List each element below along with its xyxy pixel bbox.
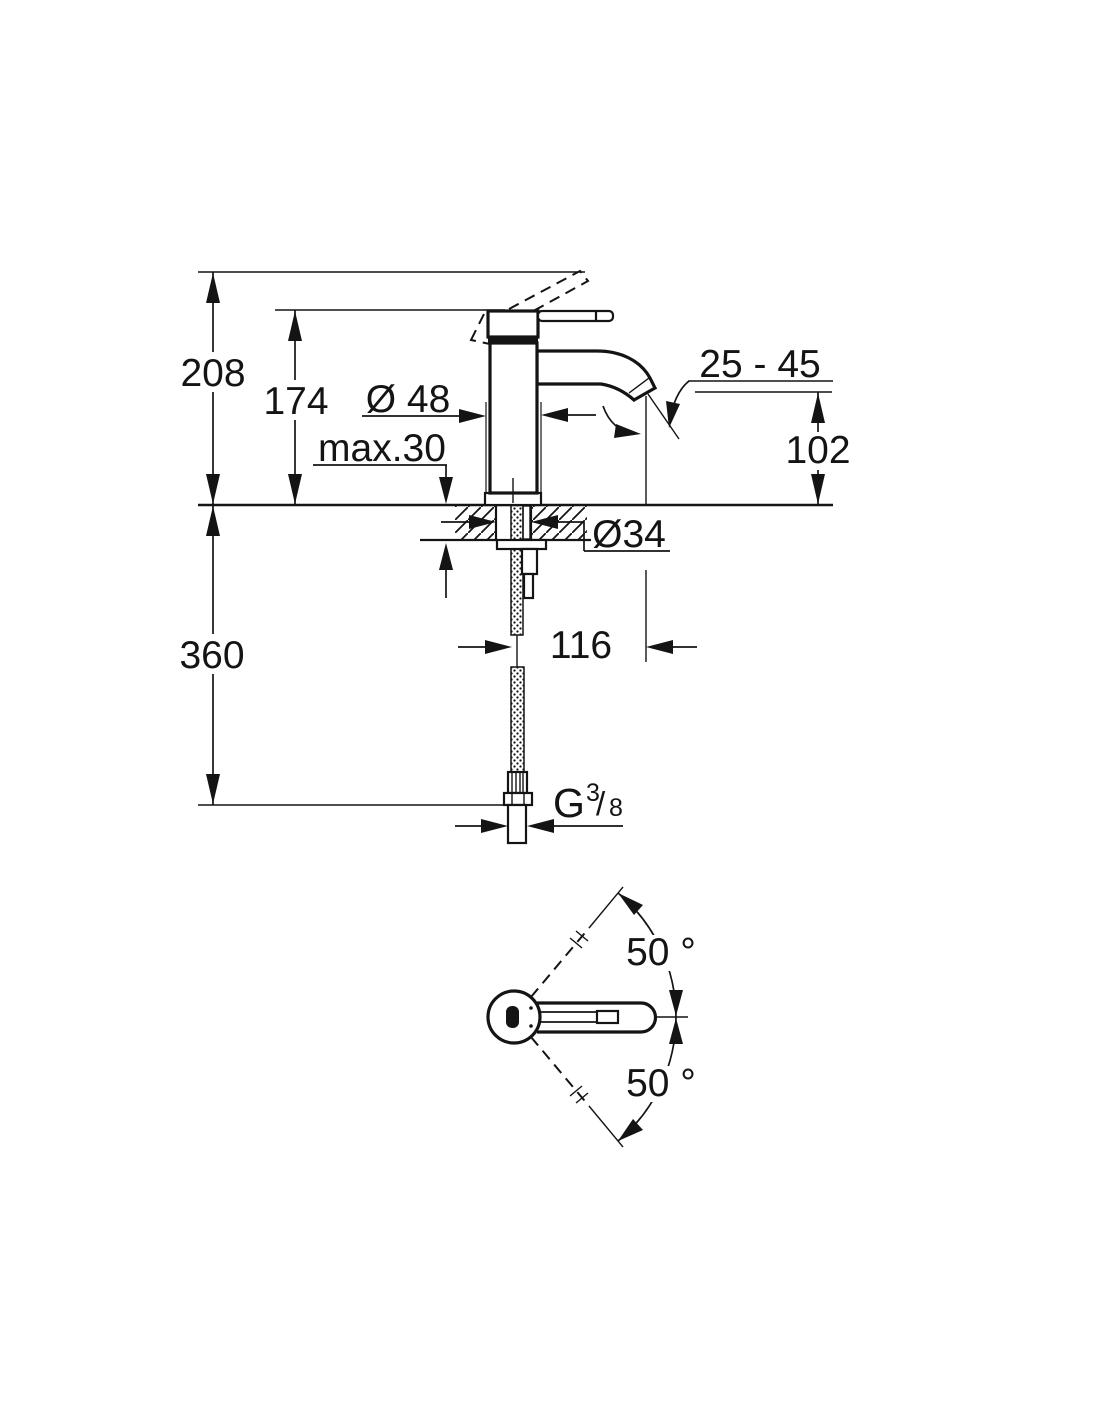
below-deck-hardware (495, 504, 548, 845)
handle-ghost-upper (530, 927, 590, 998)
deck-hatch-right (531, 506, 587, 540)
handle-ghost-lever (508, 269, 590, 321)
flexible-hose (510, 666, 525, 773)
dimension-deck-thickness (313, 464, 453, 598)
label-height-to-spout: 174 (263, 380, 328, 423)
aerator-face-line (628, 377, 650, 394)
cartridge-cap (486, 309, 540, 339)
label-swing-upper: 50 ° (626, 931, 696, 974)
dimension-body-diameter (362, 402, 596, 497)
hose-crimp-collar (506, 770, 529, 795)
label-outlet-height: 102 (785, 429, 850, 472)
label-total-height: 208 (180, 352, 245, 395)
stream-angled-line (647, 393, 680, 440)
deck-hatch-left (455, 506, 496, 540)
deck-cross-section (420, 505, 591, 542)
arrow-down (811, 474, 825, 504)
dimension-spout-reach (458, 570, 697, 662)
lever-slot (506, 1006, 519, 1028)
mounting-nut-step2 (522, 572, 535, 600)
arrow-down (206, 774, 220, 804)
faucet-body (488, 341, 539, 495)
arrow-up (206, 506, 220, 536)
arrow-left (646, 640, 673, 654)
lever-insert (595, 1009, 620, 1025)
label-thread-numerator: 3 (586, 779, 600, 807)
arrow-down (288, 474, 302, 504)
arrow-lower-end (618, 1119, 643, 1141)
arrow-up (439, 543, 453, 570)
faucet-side-view (469, 269, 658, 507)
arrow-right (481, 819, 508, 833)
label-deck-thickness: max.30 (318, 427, 446, 470)
handle-lever (536, 309, 615, 323)
handle-ghost-lower (530, 1036, 590, 1107)
mounting-stud (522, 505, 531, 540)
cap-ring (488, 337, 538, 343)
mounting-nut-step1 (520, 547, 539, 576)
label-hole-diameter: Ø34 (592, 513, 666, 556)
arrow-up (288, 311, 302, 341)
label-body-diameter: Ø 48 (366, 378, 451, 421)
arrow-arc-right (666, 401, 680, 428)
arrow-up (206, 273, 220, 303)
handle-top-view (486, 886, 688, 1148)
label-spout-angle-range: 25 - 45 (699, 343, 820, 386)
arrow-upper-center (669, 990, 683, 1016)
extension-lower (588, 1105, 624, 1148)
spout-angle-annotation (602, 380, 690, 505)
label-thread-letter: G (553, 780, 585, 826)
mounting-washer (495, 538, 548, 551)
label-hose-length: 360 (179, 634, 244, 677)
connection-pipe (506, 803, 528, 845)
arrow-upper-end (618, 893, 643, 915)
arrow-arc-left (614, 424, 641, 438)
label-spout-reach: 116 (550, 624, 612, 667)
arrow-left (527, 819, 554, 833)
label-thread-slash: / (596, 785, 606, 822)
extension-upper (588, 886, 624, 929)
spout (535, 349, 658, 402)
arrow-right (459, 409, 486, 423)
dimension-thread (455, 819, 623, 833)
label-thread-denominator: 8 (609, 794, 623, 822)
arrow-up (811, 393, 825, 423)
arrow-down (206, 474, 220, 504)
arrow-left (541, 408, 568, 422)
arrow-down (439, 477, 453, 504)
dimension-labels: 208 174 Ø 48 max.30 25 - 45 102 Ø34 116 … (175, 343, 852, 1105)
label-swing-lower: 50 ° (626, 1062, 696, 1105)
arrow-right (485, 640, 512, 654)
arrow-lower-center (669, 1018, 683, 1044)
hose-nut (502, 791, 534, 807)
